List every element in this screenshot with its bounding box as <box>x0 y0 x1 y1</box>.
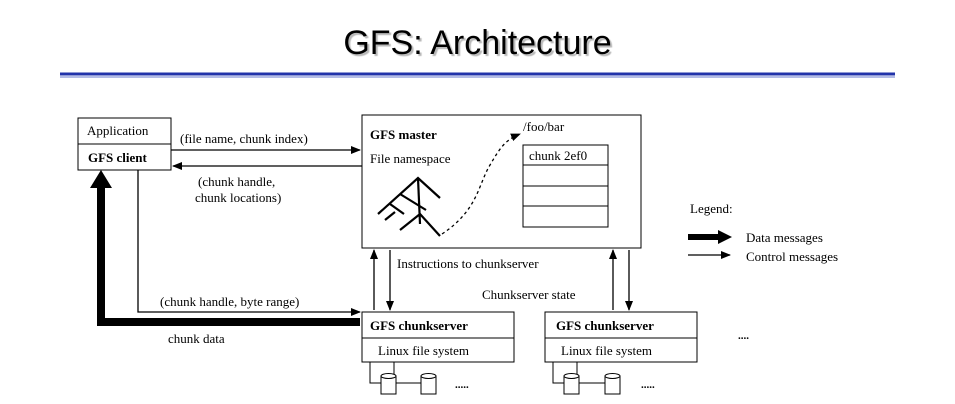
chunk-data-label: chunk data <box>168 331 225 346</box>
chunk-label: chunk 2ef0 <box>529 148 587 163</box>
chunkserver-2-more-disks: ..... <box>641 379 655 391</box>
chunkserver-2: GFS chunkserver Linux file system ..... <box>544 311 698 395</box>
legend: Legend: Data messages Control messages <box>688 201 838 264</box>
namespace-tree <box>377 176 441 237</box>
chunkserver-2-disks <box>552 362 621 395</box>
client-box: Application GFS client <box>77 117 172 171</box>
data-request-arrow <box>137 170 361 316</box>
path-label: /foo/bar <box>523 119 565 134</box>
chunkserver-1-disks <box>369 362 437 395</box>
legend-title: Legend: <box>690 201 733 216</box>
application-label: Application <box>87 123 149 138</box>
legend-control-label: Control messages <box>746 249 838 264</box>
chunkserver-1-more-disks: ..... <box>455 379 469 391</box>
chunkserver-1-title: GFS chunkserver <box>370 318 468 333</box>
chunkserver-1-fs: Linux file system <box>378 343 469 358</box>
chunk-data-arrow <box>97 186 360 326</box>
more-servers: .... <box>738 330 749 342</box>
master-title: GFS master <box>370 127 437 142</box>
state-label: Chunkserver state <box>482 287 576 302</box>
reply-label-1: (chunk handle, <box>198 174 275 189</box>
chunk-data-arrowhead <box>90 170 112 188</box>
reply-label-2: chunk locations) <box>195 190 281 205</box>
chunkserver-1: GFS chunkserver Linux file system ..... <box>361 311 515 395</box>
data-request-label: (chunk handle, byte range) <box>160 294 299 309</box>
master-box: GFS master File namespace /foo/bar chunk… <box>361 114 642 249</box>
legend-data-label: Data messages <box>746 230 823 245</box>
chunkserver-2-fs: Linux file system <box>561 343 652 358</box>
slide-title: GFS: Architecture <box>343 24 612 62</box>
request-label: (file name, chunk index) <box>180 131 308 146</box>
instructions-label: Instructions to chunkserver <box>397 256 539 271</box>
namespace-label: File namespace <box>370 151 451 166</box>
namespace-pointer <box>441 133 521 235</box>
client-label: GFS client <box>88 150 148 165</box>
chunkserver-2-title: GFS chunkserver <box>556 318 654 333</box>
